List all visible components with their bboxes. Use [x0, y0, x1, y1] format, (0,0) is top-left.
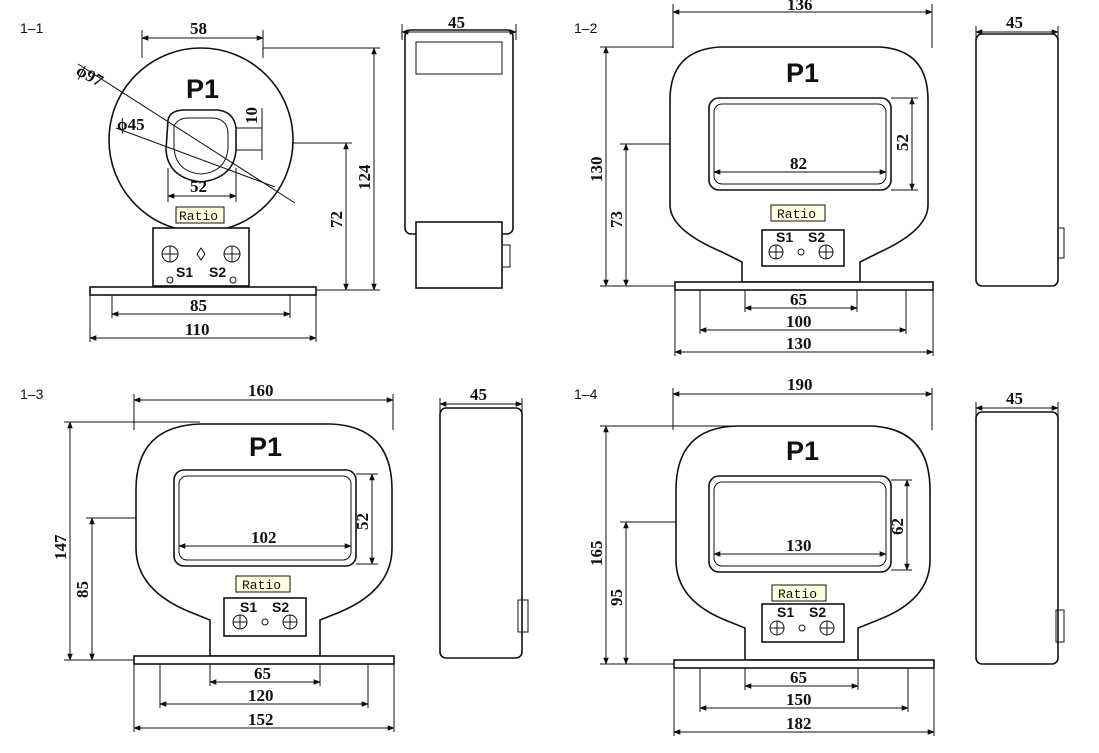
dim-base-outer: 182 — [786, 714, 812, 733]
diameter-leader-outer — [77, 63, 296, 204]
dim-top-width: 58 — [141, 19, 264, 58]
terminal-s2: S2 — [209, 264, 226, 280]
ratio-text: Ratio — [778, 587, 817, 602]
dim-window-width: 130 — [786, 536, 812, 555]
dim-top-width: 190 — [787, 375, 813, 394]
ratio-text: Ratio — [179, 209, 218, 224]
dim-side-depth: 45 — [1006, 13, 1023, 32]
side-view-body — [404, 29, 514, 235]
dim-height: 147 — [51, 534, 70, 560]
ct-window — [708, 97, 892, 191]
terminal-screw-right-icon — [282, 614, 298, 630]
side-view-body — [439, 407, 523, 659]
dim-height: 165 — [587, 541, 606, 567]
ratio-text: Ratio — [242, 578, 281, 593]
ratio-badge — [175, 206, 225, 224]
terminal-s1: S1 — [240, 599, 257, 615]
side-view-body — [975, 33, 1059, 287]
sheet-label: 1–1 — [20, 20, 44, 36]
dim-terminal-span: 65 — [790, 290, 807, 309]
terminal-screw-left-icon — [768, 244, 784, 260]
dim-terminal-span: 65 — [790, 668, 807, 687]
ratio-text: Ratio — [777, 207, 816, 222]
ct-window — [173, 469, 357, 567]
dim-base-outer: 130 — [786, 334, 812, 353]
terminal-s1: S1 — [176, 264, 193, 280]
ratio-badge — [235, 575, 291, 593]
sheet-1-2: 1–2 136 P1 82 52 Ratio S1 S2 65 100 130 — [574, 0, 1065, 356]
ring-window — [165, 109, 237, 183]
ratio-badge — [771, 584, 827, 602]
phase-mark: P1 — [786, 436, 819, 466]
terminal-s2: S2 — [272, 599, 289, 615]
dim-center-height: 73 — [607, 211, 626, 228]
dim-slot: 10 — [242, 107, 261, 124]
sheet-label: 1–2 — [574, 20, 598, 36]
side-view-top-cap — [415, 41, 503, 75]
terminal-s2: S2 — [809, 604, 826, 620]
dim-center-height: 72 — [327, 211, 346, 228]
dim-base-inner: 120 — [248, 686, 274, 705]
dim-window-height: 62 — [888, 518, 907, 535]
terminal-s2: S2 — [808, 229, 825, 245]
base-plate — [674, 281, 934, 291]
dim-window-width: 52 — [190, 177, 207, 196]
terminal-block — [223, 597, 307, 637]
sheet-label: 1–4 — [574, 386, 598, 402]
terminal-block — [761, 603, 845, 643]
phase-mark: P1 — [249, 432, 282, 462]
dim-window-width: 102 — [251, 528, 277, 547]
dim-terminal-span: 65 — [254, 664, 271, 683]
dim-inner-diameter: ϕ45 — [117, 115, 145, 134]
dim-base-outer: 110 — [185, 320, 210, 339]
sheet-label: 1–3 — [20, 386, 44, 402]
dim-height: 124 — [355, 164, 374, 190]
dim-side-depth: 45 — [470, 385, 487, 404]
dim-center-height: 95 — [607, 589, 626, 606]
dim-top-width: 136 — [787, 0, 813, 14]
diameter-leader-inner — [115, 127, 276, 188]
dim-window-height: 52 — [893, 134, 912, 151]
phase-mark: P1 — [786, 58, 819, 88]
dim-side-depth: 45 — [448, 13, 465, 32]
dim-window-height: 52 — [353, 513, 372, 530]
dim-height: 130 — [587, 157, 606, 183]
terminal-screw-left-icon — [161, 245, 179, 263]
terminal-block — [761, 229, 845, 267]
dim-base-inner: 100 — [786, 312, 812, 331]
terminal-s1: S1 — [776, 229, 793, 245]
ratio-badge — [770, 204, 826, 222]
base-plate — [89, 286, 317, 296]
terminal-screw-right-icon — [223, 245, 241, 263]
dim-base-inner: 150 — [786, 690, 812, 709]
terminal-screw-left-icon — [769, 620, 785, 636]
dim-base-outer: 152 — [248, 710, 274, 729]
terminal-screw-right-icon — [819, 620, 835, 636]
terminal-block — [152, 227, 250, 287]
sheet-1-4: 1–4 190 P1 130 62 Ratio S1 S2 65 150 182 — [574, 375, 1065, 736]
base-plate — [673, 659, 935, 669]
base-plate — [133, 655, 395, 665]
sheet-1-3: 1–3 160 P1 102 52 Ratio S1 S2 65 120 152 — [20, 381, 529, 732]
dim-base-inner: 85 — [190, 296, 207, 315]
dim-side-depth: 45 — [1006, 389, 1023, 408]
dim-top-width: 160 — [248, 381, 274, 400]
dim-outer-diameter: ϕ97 — [73, 61, 107, 91]
terminal-s1: S1 — [777, 604, 794, 620]
terminal-screw-left-icon — [232, 614, 248, 630]
terminal-screw-right-icon — [818, 244, 834, 260]
dim-center-height: 85 — [73, 581, 92, 598]
ct-window — [708, 475, 892, 573]
side-view-base — [415, 221, 503, 289]
sheet-1-1: 1–1 58 P1 ϕ97 ϕ45 10 52 Ratio — [20, 13, 517, 342]
phase-mark: P1 — [186, 74, 219, 104]
dim-window-width: 82 — [790, 154, 807, 173]
dim-label: 58 — [190, 19, 207, 38]
side-view-body — [975, 411, 1059, 665]
